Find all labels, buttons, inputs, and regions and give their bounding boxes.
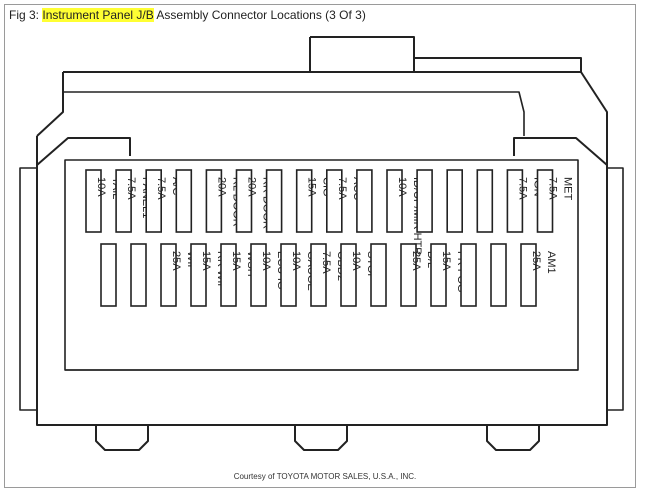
fuse-slot-top-2: [115, 169, 132, 233]
fuse-amp-label: 7.5A: [547, 177, 559, 200]
fuse-amp-label: 15A: [440, 251, 452, 271]
fuse-slot-top-7: [265, 169, 283, 233]
fuse-slot-bottom-6: [250, 243, 267, 307]
junction-block-outline: [19, 36, 624, 451]
fuse-circuit-label: MET: [562, 177, 574, 201]
tooth-middle: [294, 425, 348, 451]
fuse-slot-top-8: [295, 169, 313, 233]
fuse-slot-bottom-9: [340, 243, 357, 307]
fuse-amp-label: 7.5A: [516, 177, 528, 200]
fuse-layer: 10ATAIL7.5APANEL17.5AA/C20ARL DOOR20ARR …: [85, 169, 574, 307]
fuse-slot-bottom-8: [310, 243, 327, 307]
fuse-slot-bottom-1: [100, 243, 117, 307]
fuse-slot-bottom-10: [370, 243, 387, 307]
fuse-amp-label: 15A: [200, 251, 212, 271]
fuse-slot-bottom-12: [430, 243, 447, 307]
upper-housing: [63, 71, 608, 136]
fuse-slot-top-10: [356, 169, 373, 233]
fuse-amp-label: 20A: [215, 177, 227, 197]
fuse-slot-bottom-11: [400, 243, 417, 307]
fuse-slot-top-15: [506, 169, 524, 233]
fuse-slot-top-4: [175, 169, 193, 233]
figure-title: Fig 3: Instrument Panel J/B Assembly Con…: [9, 8, 366, 22]
upper-housing-left: [36, 72, 64, 137]
fuse-amp-label: 7.5A: [320, 251, 332, 274]
fuse-slot-bottom-4: [190, 243, 207, 307]
figure-title-suffix: Assembly Connector Locations (3 Of 3): [153, 8, 366, 22]
fuse-slot-bottom-13: [460, 243, 477, 307]
fuse-slot-top-1: [85, 169, 102, 233]
fuse-slot-top-3: [145, 169, 162, 233]
tooth-right: [486, 425, 540, 451]
left-rail: [19, 167, 37, 411]
fuse-slot-top-5: [205, 169, 223, 233]
fuse-amp-label: 7.5A: [336, 177, 348, 200]
figure-title-highlight: Instrument Panel J/B: [42, 8, 154, 22]
fuse-amp-label: 25A: [530, 251, 542, 271]
fuse-slot-bottom-14: [490, 243, 507, 307]
fuse-slot-top-6: [235, 169, 253, 233]
fuse-slot-bottom-15: [520, 243, 537, 307]
fuse-slot-bottom-5: [220, 243, 237, 307]
fuse-slot-top-12: [416, 169, 433, 233]
fuse-amp-label: 25A: [410, 251, 422, 271]
fuse-amp-label: 10A: [290, 251, 302, 271]
top-tab: [310, 36, 415, 72]
fuse-slot-top-9: [325, 169, 343, 233]
fuse-amp-label: 15A: [230, 251, 242, 271]
fuse-slot-bottom-3: [160, 243, 177, 307]
fuse-amp-label: 7.5A: [155, 177, 167, 200]
fuse-slot-bottom-2: [130, 243, 147, 307]
right-rail: [607, 167, 624, 411]
fuse-amp-label: 7.5A: [125, 177, 137, 200]
fuse-slot-top-14: [476, 169, 494, 233]
fuse-circuit-label: AM1: [545, 251, 557, 274]
figure-title-prefix: Fig 3:: [9, 8, 43, 22]
fuse-amp-label: 10A: [350, 251, 362, 271]
fuse-slot-top-13: [446, 169, 464, 233]
fuse-amp-label: 20A: [246, 177, 258, 197]
tooth-left: [95, 425, 149, 451]
fuse-amp-label: 25A: [170, 251, 182, 271]
inner-lip: [63, 91, 525, 136]
fuse-amp-label: 10A: [95, 177, 107, 197]
credit-line: Courtesy of TOYOTA MOTOR SALES, U.S.A., …: [233, 472, 417, 481]
fuse-slot-bottom-7: [280, 243, 297, 307]
fuse-amp-label: 15A: [306, 177, 318, 197]
fuse-slot-top-11: [386, 169, 403, 233]
shoulder-left: [36, 136, 131, 166]
top-right-step: [414, 57, 582, 72]
fuse-amp-label: 10A: [260, 251, 272, 271]
main-body: [36, 165, 608, 426]
shoulder-right: [513, 136, 608, 166]
fuse-amp-label: 10A: [396, 177, 408, 197]
fuse-slot-top-16: [536, 169, 554, 233]
